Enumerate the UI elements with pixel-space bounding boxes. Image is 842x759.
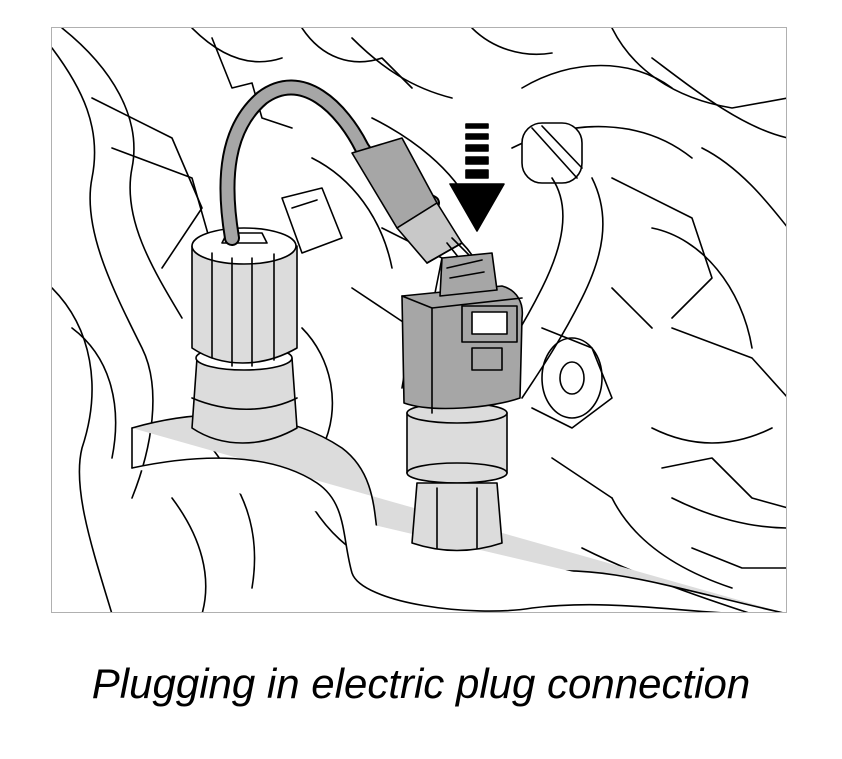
hose-cap [191,227,298,444]
wiring-harness [219,79,483,289]
background-engine-bay [52,28,786,612]
insertion-arrow [449,123,505,232]
technical-illustration [52,28,786,612]
pressure-switch [406,402,508,552]
upper-hose [481,64,693,399]
electric-plug [401,252,524,414]
figure-frame [51,27,787,613]
figure-caption: Plugging in electric plug connection [91,660,751,707]
